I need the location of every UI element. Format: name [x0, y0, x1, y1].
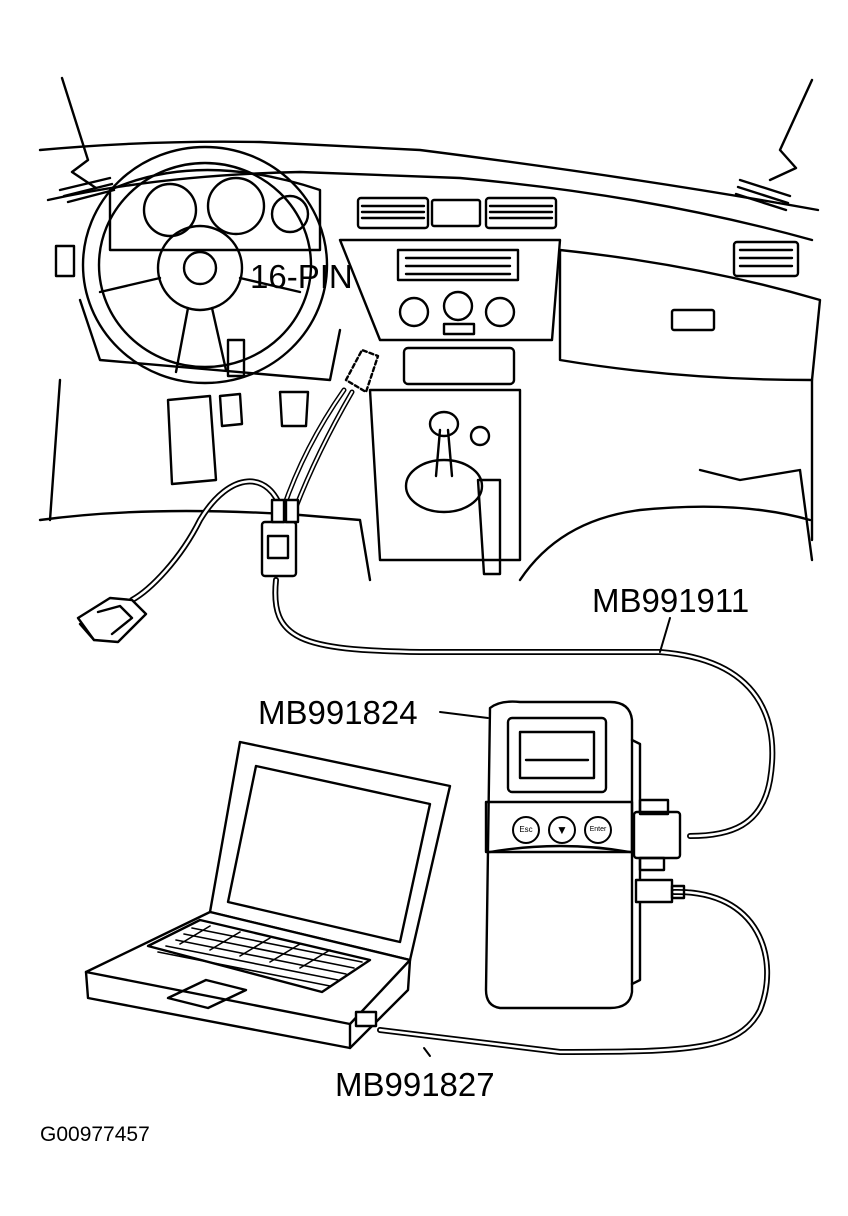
right-footwell	[698, 468, 814, 562]
lower-dash-left	[78, 298, 342, 382]
scan-tool-enter-button: Enter	[584, 816, 612, 844]
center-vent-left	[356, 196, 430, 230]
glovebox-area	[558, 248, 822, 382]
center-stack	[338, 238, 562, 342]
scan-tool-mb991824	[484, 700, 686, 1010]
left-a-pillar	[60, 76, 98, 190]
left-side-vent	[54, 244, 76, 278]
dlc-location	[344, 348, 380, 394]
right-a-pillar	[768, 78, 814, 182]
climate-knob-center	[442, 290, 474, 322]
connector-label: 16-PIN	[250, 258, 353, 295]
clutch-pedal	[166, 394, 218, 486]
brake-pedal	[218, 392, 244, 428]
left-defroster	[58, 176, 116, 204]
steering-wheel	[81, 145, 329, 385]
leader-mb991824	[439, 711, 489, 719]
gauge-left	[142, 182, 198, 238]
usb-plug	[354, 1010, 378, 1028]
usb-cable-label-mb991827: MB991827	[335, 1066, 495, 1103]
dash-upper-line	[46, 170, 814, 242]
climate-knob-left	[398, 296, 430, 328]
center-vent-right	[484, 196, 558, 230]
dash-top-edge	[38, 140, 820, 212]
climate-knob-right	[484, 296, 516, 328]
leader-mb991827	[423, 1047, 431, 1057]
hazard-switch	[430, 198, 482, 228]
scan-tool-esc-button: Esc	[512, 816, 540, 844]
left-seat-edge	[38, 509, 372, 582]
glovebox-handle	[670, 308, 716, 332]
cable-splitter	[260, 498, 300, 578]
leader-mb991911	[659, 617, 671, 653]
shift-knob	[428, 410, 460, 438]
right-side-vent	[732, 240, 800, 278]
center-console	[368, 388, 522, 562]
instrument-hood	[108, 168, 322, 252]
right-seat-edge	[518, 505, 812, 582]
gauge-center	[206, 176, 266, 236]
radio-display	[396, 248, 520, 282]
lower-console-box	[402, 346, 516, 386]
obd-plug	[76, 596, 148, 644]
accelerator-pedal	[278, 390, 310, 428]
figure-id: G00977457	[40, 1123, 150, 1146]
column-lever	[226, 338, 246, 378]
dlc-cable-outer	[291, 389, 355, 515]
scan-tool-label-mb991824: MB991824	[258, 694, 418, 731]
cable-label-mb991911: MB991911	[592, 582, 750, 619]
scan-tool-down-button: ▼	[548, 816, 576, 844]
vehicle-interior	[38, 76, 822, 582]
laptop	[84, 740, 452, 1050]
cables	[129, 387, 776, 1057]
right-defroster	[734, 178, 792, 212]
parking-brake	[476, 478, 502, 576]
gauge-right	[270, 194, 310, 234]
shift-boot	[404, 458, 484, 514]
